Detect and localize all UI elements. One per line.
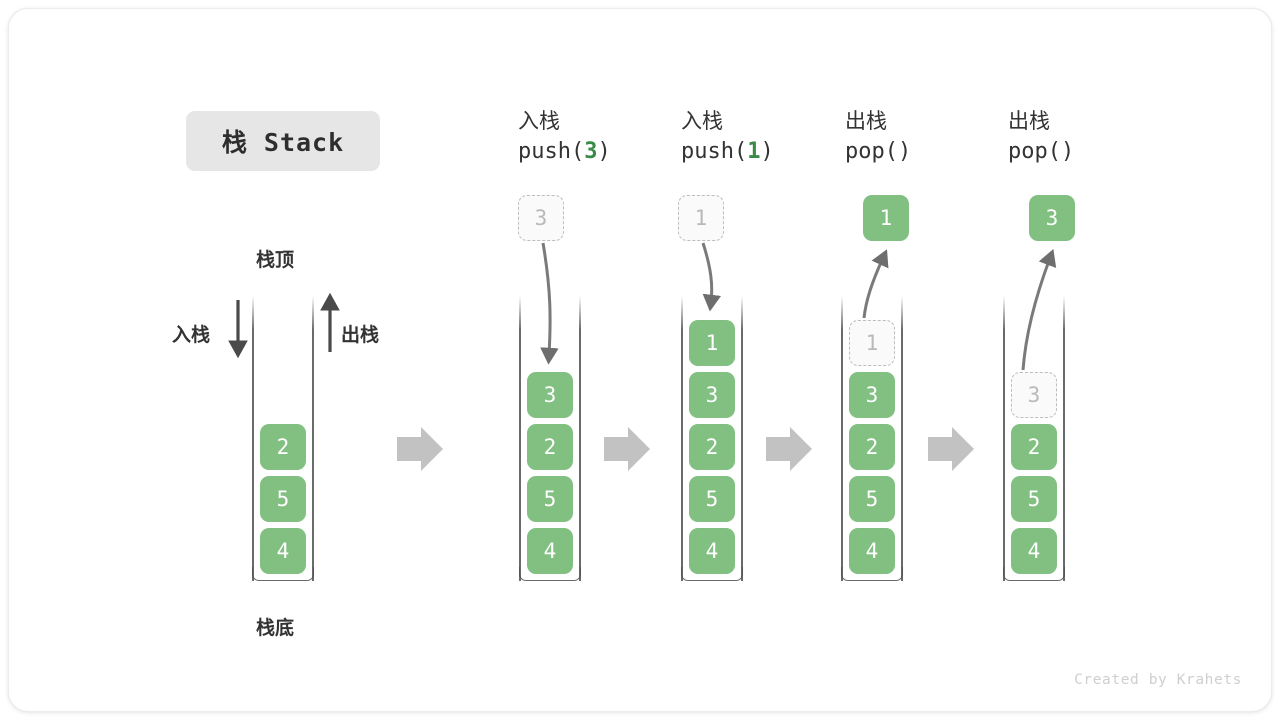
stack-cell: 4 [1011, 528, 1057, 574]
stack-wall-right [901, 296, 903, 581]
stack-wall-right [312, 296, 314, 581]
stack-cell: 4 [849, 528, 895, 574]
stack-cell: 3 [849, 372, 895, 418]
watermark-credit: Created by Krahets [1074, 672, 1242, 688]
pop-direction-label: 出栈 [341, 324, 380, 346]
stack-cell: 3 [527, 372, 573, 418]
column-heading-cn: 出栈 [845, 109, 887, 133]
stack-cell: 4 [689, 528, 735, 574]
stack-floor [841, 567, 903, 581]
stack-cell: 4 [527, 528, 573, 574]
stack-top-label: 栈顶 [256, 249, 295, 271]
column-heading-code: push(3) [518, 139, 611, 164]
stack-wall-left [519, 296, 521, 581]
code-arg-value: 3 [584, 139, 598, 164]
floating-element-pop-1: 1 [863, 195, 909, 241]
stack-cell: 5 [260, 476, 306, 522]
column-heading-cn: 入栈 [681, 109, 723, 133]
stack-bottom-label: 栈底 [256, 617, 295, 639]
stack-cell: 5 [1011, 476, 1057, 522]
column-heading-pop-3: 出栈 pop() [1008, 106, 1074, 168]
floating-element-push-3: 3 [518, 195, 564, 241]
column-heading-code: pop() [845, 139, 912, 164]
column-heading-push-1: 入栈 push(1) [681, 106, 774, 168]
column-heading-code: push(1) [681, 139, 774, 164]
stack-cell: 5 [849, 476, 895, 522]
stack-cell: 3 [689, 372, 735, 418]
stack-cell: 4 [260, 528, 306, 574]
stack-container-push-3 [519, 296, 581, 581]
column-heading-code: pop() [1008, 139, 1075, 164]
stack-floor [1003, 567, 1065, 581]
stack-floor [681, 567, 743, 581]
stack-cell: 1 [689, 320, 735, 366]
stack-cell: 2 [689, 424, 735, 470]
column-heading-cn: 入栈 [518, 109, 560, 133]
stack-floor [252, 567, 314, 581]
stack-wall-left [681, 296, 683, 581]
stack-wall-left [252, 296, 254, 581]
floating-element-pop-3: 3 [1029, 195, 1075, 241]
push-direction-label: 入栈 [172, 324, 211, 346]
stack-cell: 5 [527, 476, 573, 522]
floating-element-push-1: 1 [678, 195, 724, 241]
stack-cell: 2 [1011, 424, 1057, 470]
stack-cell: 2 [849, 424, 895, 470]
stack-container-initial [252, 296, 314, 581]
stack-cell: 2 [260, 424, 306, 470]
stack-container-push-1 [681, 296, 743, 581]
stack-wall-right [579, 296, 581, 581]
stack-cell: 5 [689, 476, 735, 522]
stack-wall-right [1063, 296, 1065, 581]
stack-cell-ghost: 1 [849, 320, 895, 366]
column-heading-cn: 出栈 [1008, 109, 1050, 133]
stack-floor [519, 567, 581, 581]
stack-wall-left [1003, 296, 1005, 581]
stack-cell-ghost: 3 [1011, 372, 1057, 418]
stack-container-pop-1 [841, 296, 903, 581]
figure-title-badge: 栈 Stack [186, 111, 380, 171]
column-heading-pop-1: 出栈 pop() [845, 106, 911, 168]
stack-wall-left [841, 296, 843, 581]
stack-container-pop-3 [1003, 296, 1065, 581]
stack-wall-right [741, 296, 743, 581]
stack-cell: 2 [527, 424, 573, 470]
code-arg-value: 1 [747, 139, 761, 164]
column-heading-push-3: 入栈 push(3) [518, 106, 611, 168]
